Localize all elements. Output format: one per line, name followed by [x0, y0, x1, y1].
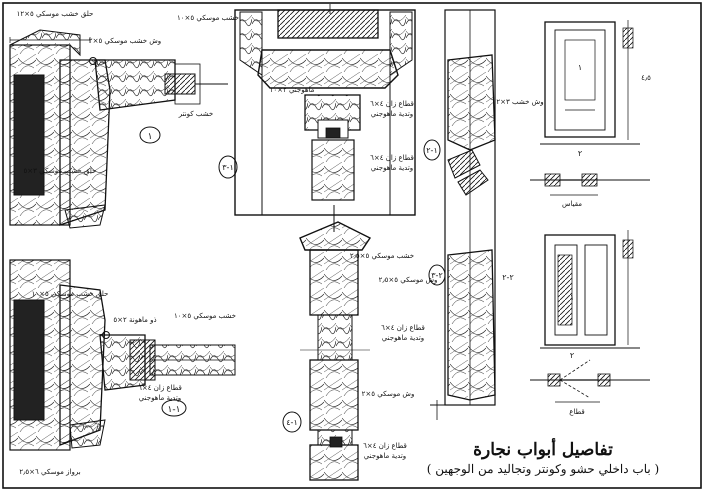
door-elevation-1: ١ ٢ ٤٫٥: [540, 20, 651, 158]
note-frame-10: حلق خشب موسكي ٥×١٠: [32, 290, 109, 298]
note-beech-mid: قطاع زان ٤×٦: [370, 154, 414, 162]
detail-1-2-vertical-section: ١-٢ ٢-٣: [423, 9, 496, 420]
detail-1-4-mark: [282, 411, 302, 433]
note-dowel-leaf: وتدية ماهوجني: [382, 334, 424, 342]
note-face-leaf: وش موسكي ٥×٢٫٥: [379, 276, 438, 284]
elevation-1-dim: ٤٫٥: [641, 74, 651, 82]
detail-1-jamb-plan: ١: [9, 29, 228, 229]
elevation-1-label-b: ٢: [578, 149, 582, 158]
note-beech-section: قطاع زان ٤×٦: [138, 384, 182, 392]
detail-1-1-mark-label: ١-١: [168, 405, 181, 415]
note-bottom-frame: برواز موسكي ٦×٢٫٥: [19, 468, 80, 476]
note-moski-head: خشب موسكي ٥×١٠: [177, 14, 239, 22]
note-face-right: وش خشب ٣×٢: [496, 98, 543, 106]
detail-1-2-mark: [423, 139, 441, 161]
note-mahogany-head: ماهوجني ٢×١٠: [270, 86, 315, 94]
note-dowel-bottom: وتدية ماهوجني: [364, 452, 406, 460]
note-dowel-mid: وتدية ماهوجني: [371, 164, 413, 172]
elevation-1-label-a: ١: [578, 63, 582, 72]
title-block: تفاصيل أبواب نجارة ( باب داخلي حشو وكونت…: [398, 440, 688, 478]
note-beech-leaf: قطاع زان ٤×٦: [381, 324, 425, 332]
drawing-title: تفاصيل أبواب نجارة: [473, 440, 613, 460]
detail-2-2-mark-label: ٢-٢: [502, 273, 513, 282]
detail-1-3-mark: [218, 155, 238, 179]
note-beech-head: قطاع زان ٤×٦: [370, 100, 414, 108]
plan-1-label: مقياس: [562, 200, 582, 208]
detail-1-mark-label: ١: [148, 132, 153, 142]
note-jamb-frame-2: حلق خشب موسكي ٣×٥: [24, 167, 97, 175]
note-face-lower: وش موسكي ٥×٢: [362, 390, 415, 398]
elevation-2-label-a: ١: [570, 293, 574, 302]
note-plywood: خشب كونتر: [178, 110, 214, 118]
door-elevation-2: ١ ٢: [540, 230, 640, 360]
note-dowel: وتدية ماهوجني: [139, 394, 181, 402]
note-face-wood: وش خشب موسكي ٥×٢: [89, 37, 161, 45]
detail-1-2-mark-label: ١-٢: [426, 146, 437, 155]
note-dowel-head: وتدية ماهوجني: [371, 110, 413, 118]
detail-1-4-leaf-section: ١-٤: [282, 205, 395, 481]
detail-1-3-mark-label: ١-٣: [222, 163, 233, 172]
detail-1-mark: [139, 126, 161, 144]
note-moski-10: خشب موسكي ٥×١٠: [174, 312, 236, 320]
note-moski-leaf: خشب موسكي ٥×٢٫٥: [350, 252, 414, 260]
elevation-2-label-b: ٢: [570, 351, 574, 360]
detail-1-1-jamb-plan: ١-١: [9, 259, 236, 451]
note-jamb-frame: حلق خشب موسكي ٥×١٢: [17, 10, 94, 18]
plan-2-label: قطاع: [569, 408, 584, 416]
plan-swing-2: قطاع: [530, 359, 650, 416]
detail-2-3-mark: [428, 264, 446, 286]
plan-swing-1: مقياس: [530, 173, 650, 208]
detail-2-3-mark-label: ٢-٣: [431, 271, 442, 280]
drawing-subtitle: ( باب داخلي حشو وكونتر وتجاليد من الوجهي…: [426, 462, 660, 476]
detail-1-3-head-section: ١-٣: [218, 4, 416, 216]
detail-1-1-mark: [161, 399, 187, 417]
detail-1-4-mark-label: ١-٤: [286, 418, 297, 427]
note-mahogany: ذو ماهونة ٢×٥: [113, 316, 156, 324]
note-beech-bottom: قطاع زان ٤×٦: [363, 442, 407, 450]
